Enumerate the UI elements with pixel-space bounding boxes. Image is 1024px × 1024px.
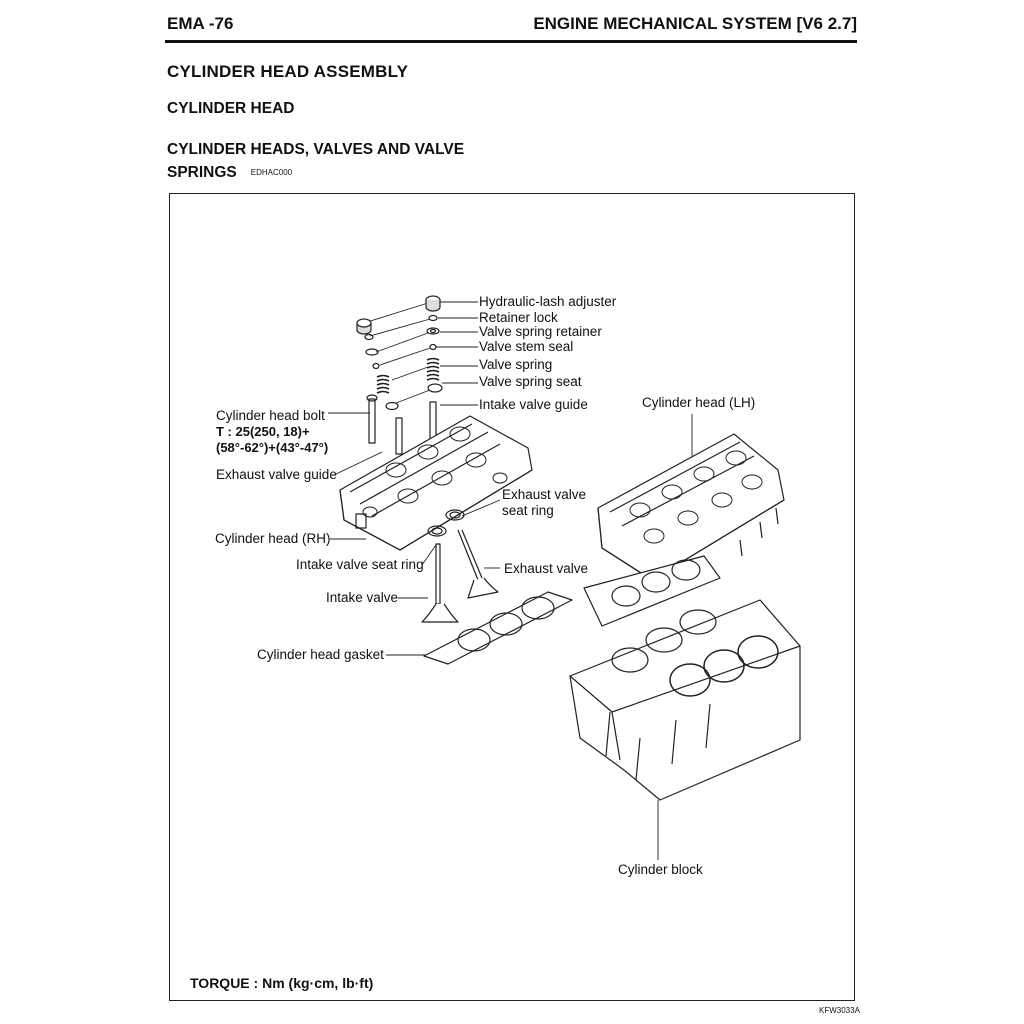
label-torque-spec-line1: T : 25(250, 18)+	[216, 424, 310, 439]
cylinder-head-bolt	[366, 394, 378, 444]
heading-cylinder-heads-valves-line1: CYLINDER HEADS, VALVES AND VALVE	[167, 141, 465, 158]
label-exhaust-valve-guide: Exhaust valve guide	[216, 467, 337, 482]
label-hydraulic-lash-adjuster: Hydraulic-lash adjuster	[479, 294, 617, 309]
heading-cylinder-head-assembly: CYLINDER HEAD ASSEMBLY	[167, 62, 409, 81]
valve-train-stack-left	[356, 318, 403, 455]
label-cylinder-head-lh: Cylinder head (LH)	[642, 395, 756, 410]
cylinder-head-lh-illustration	[597, 433, 785, 581]
figure-code: KFW3033A	[819, 1006, 860, 1015]
label-valve-spring-retainer: Valve spring retainer	[479, 324, 602, 339]
cylinder-head-gasket-lh-illustration	[583, 555, 721, 627]
leader-lines	[328, 301, 693, 860]
label-cylinder-head-bolt: Cylinder head bolt	[216, 408, 325, 423]
label-exhaust-valve-seat-ring-line2: seat ring	[502, 503, 554, 518]
cylinder-head-gasket-illustration	[423, 591, 573, 665]
label-exhaust-valve: Exhaust valve	[504, 561, 589, 576]
heading-cylinder-heads-valves-line2: SPRINGS EDHAC000	[167, 164, 292, 182]
label-valve-spring-seat: Valve spring seat	[479, 374, 582, 389]
cylinder-block-illustration	[569, 599, 801, 801]
doc-code: EDHAC000	[250, 168, 293, 178]
valve-seat-rings	[427, 509, 465, 537]
cylinder-head-rh-illustration	[339, 415, 533, 551]
label-valve-spring: Valve spring	[479, 357, 553, 372]
label-retainer-lock: Retainer lock	[479, 310, 558, 325]
label-valve-stem-seal: Valve stem seal	[479, 339, 574, 354]
label-intake-valve-seat-ring: Intake valve seat ring	[296, 557, 424, 572]
label-exhaust-valve-seat-ring-line1: Exhaust valve	[502, 487, 587, 502]
heading-cylinder-head: CYLINDER HEAD	[167, 100, 295, 117]
label-cylinder-head-rh: Cylinder head (RH)	[215, 531, 331, 546]
figure-frame	[169, 193, 855, 1001]
label-intake-valve: Intake valve	[326, 590, 399, 605]
torque-unit-note: TORQUE : Nm (kg·cm, lb·ft)	[190, 975, 374, 991]
label-cylinder-block: Cylinder block	[618, 862, 703, 877]
label-intake-valve-guide: Intake valve guide	[479, 397, 588, 412]
heading-springs: SPRINGS	[167, 164, 237, 181]
valves	[421, 529, 499, 623]
label-torque-spec-line2: (58°-62°)+(43°-47°)	[216, 440, 329, 455]
section-title: ENGINE MECHANICAL SYSTEM [V6 2.7]	[533, 14, 857, 33]
page-number: EMA -76	[167, 14, 234, 33]
header-rule	[165, 40, 857, 43]
label-cylinder-head-gasket: Cylinder head gasket	[257, 647, 384, 662]
